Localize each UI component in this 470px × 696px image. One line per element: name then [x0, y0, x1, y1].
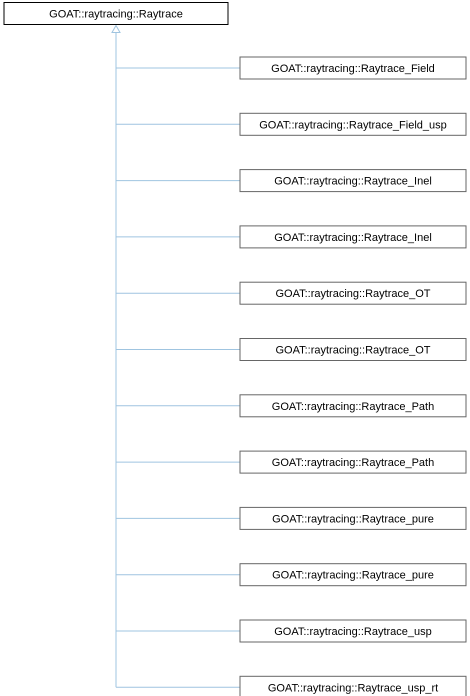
derived-class-label: GOAT::raytracing::Raytrace_Inel: [274, 176, 432, 188]
derived-class-label: GOAT::raytracing::Raytrace_Inel: [274, 232, 432, 244]
inheritance-arrowhead-icon: [111, 24, 121, 33]
base-class-node[interactable]: GOAT::raytracing::Raytrace: [3, 2, 229, 25]
derived-class-node[interactable]: GOAT::raytracing::Raytrace_pure: [239, 563, 467, 587]
derived-class-label: GOAT::raytracing::Raytrace_OT: [275, 345, 430, 357]
derived-class-label: GOAT::raytracing::Raytrace_pure: [272, 570, 434, 582]
derived-class-node[interactable]: GOAT::raytracing::Raytrace_OT: [239, 281, 467, 305]
inheritance-edges: [111, 24, 240, 688]
derived-class-node[interactable]: GOAT::raytracing::Raytrace_usp: [239, 619, 467, 643]
derived-class-label: GOAT::raytracing::Raytrace_pure: [272, 513, 434, 525]
base-class-label: GOAT::raytracing::Raytrace: [49, 9, 183, 21]
derived-class-node[interactable]: GOAT::raytracing::Raytrace_Field_usp: [239, 112, 467, 136]
derived-class-node[interactable]: GOAT::raytracing::Raytrace_usp_rt: [239, 675, 467, 696]
derived-class-label: GOAT::raytracing::Raytrace_Field: [271, 63, 435, 75]
derived-class-label: GOAT::raytracing::Raytrace_usp_rt: [268, 682, 438, 694]
derived-class-node[interactable]: GOAT::raytracing::Raytrace_Inel: [239, 169, 467, 193]
derived-class-node[interactable]: GOAT::raytracing::Raytrace_Path: [239, 394, 467, 418]
derived-class-node[interactable]: GOAT::raytracing::Raytrace_Path: [239, 450, 467, 474]
derived-class-nodes: GOAT::raytracing::Raytrace_FieldGOAT::ra…: [239, 56, 467, 696]
derived-class-label: GOAT::raytracing::Raytrace_usp: [274, 626, 432, 638]
derived-class-node[interactable]: GOAT::raytracing::Raytrace_Field: [239, 56, 467, 80]
derived-class-label: GOAT::raytracing::Raytrace_Path: [272, 457, 434, 469]
derived-class-node[interactable]: GOAT::raytracing::Raytrace_Inel: [239, 225, 467, 249]
derived-class-label: GOAT::raytracing::Raytrace_Field_usp: [259, 119, 446, 131]
derived-class-label: GOAT::raytracing::Raytrace_OT: [275, 288, 430, 300]
derived-class-node[interactable]: GOAT::raytracing::Raytrace_OT: [239, 338, 467, 361]
derived-class-node[interactable]: GOAT::raytracing::Raytrace_pure: [239, 506, 467, 530]
derived-class-label: GOAT::raytracing::Raytrace_Path: [272, 401, 434, 413]
